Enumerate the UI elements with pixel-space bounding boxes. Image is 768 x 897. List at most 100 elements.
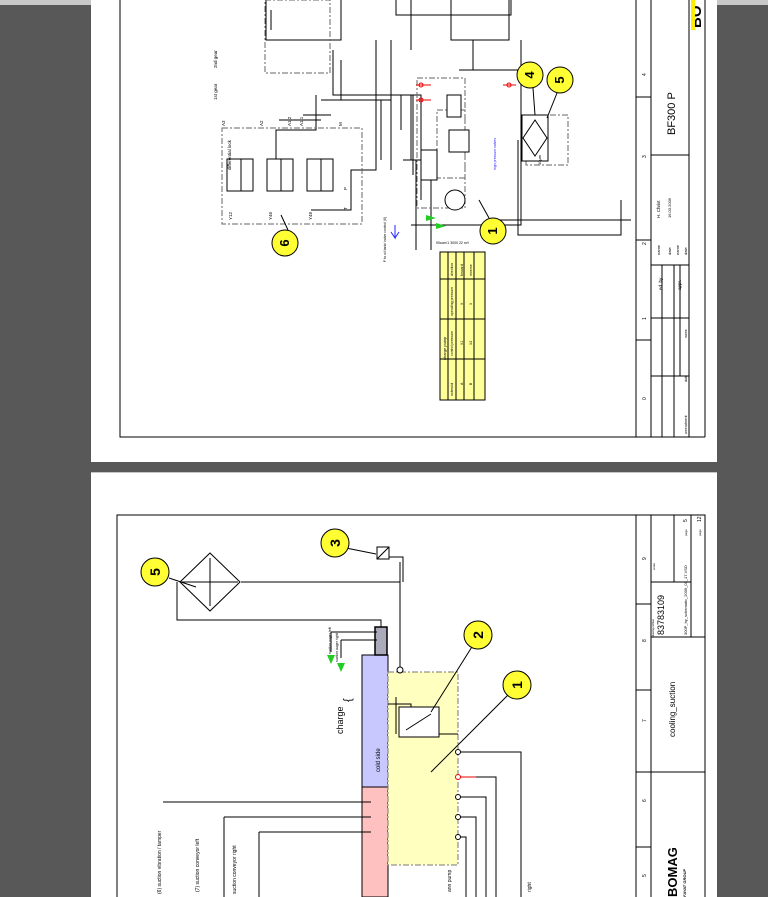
table-cell: X (460, 302, 464, 305)
file-name: 300P_hy_schematic_2009_03_17.VSD (683, 565, 688, 635)
valve-arrow (405, 713, 432, 731)
label-date: date (683, 246, 688, 255)
charge-arrow-icon (327, 655, 345, 672)
label-date: date (667, 246, 672, 255)
solenoid-valves (226, 94, 549, 211)
label-pressure-line: P to oil tank/ valve control (6) (383, 217, 387, 262)
page-edge (91, 0, 717, 462)
schematic-drawing: 5 3 2 1 cold side charge { suction auger… (91, 472, 717, 897)
label-revision-date: date (684, 375, 688, 382)
bomag-logo: BOMAG (665, 847, 680, 897)
table-cell: B (469, 382, 473, 385)
valve-block-outline (221, 127, 363, 225)
bomag-logo: BO (688, 5, 705, 28)
label-right: right (527, 882, 533, 892)
label-suction-conveyor-right: suction conveyor right (232, 845, 238, 894)
label-port: A1.2 (287, 116, 292, 126)
label-filter: 10µm (537, 154, 542, 165)
label-port: M (338, 122, 343, 126)
label-port: P (343, 187, 348, 190)
label-differential-lock: differential lock (227, 139, 232, 170)
column-number: 6 (642, 799, 648, 802)
schematic-drawing: charge pump solenoid control pressure op… (91, 0, 717, 462)
label-port: A3 (221, 120, 226, 126)
suction-block (374, 626, 388, 656)
callout-5: 5 (552, 76, 567, 83)
callout-2: 2 (470, 631, 486, 639)
label-charge: charge (335, 706, 345, 734)
page-number: 5 (683, 519, 689, 522)
pdf-page-cooling-suction: 5 3 2 1 cold side charge { suction auger… (91, 472, 717, 897)
label-port: A2 (259, 120, 264, 126)
brace-symbol: { (342, 698, 354, 702)
callout-5: 5 (147, 568, 163, 576)
table-cell: A (460, 382, 464, 385)
arrow-down-icon (390, 225, 400, 240)
column-number: 4 (642, 73, 648, 76)
label-scale: scale (652, 563, 656, 570)
valve-y46 (266, 158, 282, 192)
label-suction-vibration: (6) suction vibration / tamper (157, 830, 163, 894)
callout-4: 4 (522, 71, 537, 79)
junction (396, 666, 404, 674)
label-cold-side: cold side (376, 748, 382, 772)
table-cell: forward (460, 264, 464, 276)
frame-border (119, 0, 705, 438)
table-header: direction (450, 263, 454, 276)
pump-symbol (444, 189, 466, 211)
title-block-lines (635, 0, 706, 437)
label-pump: 90ccm/1 3000 22 m/l (436, 241, 469, 245)
callout-balloons: 6 1 4 5 (271, 61, 574, 257)
label-name: name (656, 244, 661, 255)
hot-side-zone (361, 786, 389, 897)
drawing-title: BF300 P (666, 92, 678, 135)
label-port: A1.1 (299, 116, 304, 126)
table-header: control pressure (450, 331, 454, 356)
flow-arrow-icon (426, 215, 446, 229)
label-second-gear: 2nd gear (213, 50, 218, 68)
label-pages: page (698, 529, 702, 536)
label-amendment: amendment (684, 415, 688, 434)
label-suction-auger-left: suction auger left (328, 627, 332, 654)
callout-3: 3 (327, 539, 343, 547)
label-relief-valves: high pressure valves (493, 138, 497, 170)
column-number: 2 (642, 242, 648, 245)
callout-6: 6 (277, 239, 292, 246)
table-title: charge pump (442, 336, 447, 360)
label-pump: ann pump (447, 870, 453, 892)
column-number: 3 (642, 155, 648, 158)
drawing-title: cooling_suction (668, 682, 677, 737)
callout-1: 1 (509, 681, 525, 689)
drawing-number: 83783109 (656, 595, 666, 635)
label-valve: Y46 (268, 211, 273, 220)
column-number: 7 (642, 719, 648, 722)
callout-1: 1 (485, 227, 500, 234)
label-edited-by: ed. by (658, 277, 663, 290)
tank-zone (387, 671, 459, 866)
label-port: T (343, 207, 348, 210)
logo-accent (691, 0, 695, 30)
page-total: 12 (697, 516, 703, 522)
fayat-group-logo: FAYAT GROUP (682, 869, 687, 897)
column-number: 1 (642, 317, 648, 320)
table-cell: reverse (469, 264, 473, 276)
table-cell: X2 (469, 341, 473, 345)
column-number: 8 (642, 639, 648, 642)
table-header: solenoid (450, 383, 454, 396)
label-revision-name: name (684, 329, 688, 338)
table-cell: X1 (460, 341, 464, 345)
column-number: 5 (642, 874, 648, 877)
editor-name: H. Christ (656, 200, 661, 218)
table-header: operating pressure (450, 287, 454, 316)
callout-balloons: 5 3 2 1 (140, 528, 532, 773)
label-suction-conveyor-left: (7) suction conveyor left (195, 838, 201, 892)
cold-side-zone (361, 654, 389, 788)
column-number: 0 (642, 397, 648, 400)
label-valve: Y48 (308, 211, 313, 220)
label-approved: appr. (677, 280, 682, 290)
edit-date: 16.03.2009 (667, 197, 672, 218)
label-drawing-number: drawing number (652, 619, 655, 637)
frame-border (116, 514, 706, 897)
label-page: page (684, 529, 688, 536)
test-points (416, 82, 516, 103)
